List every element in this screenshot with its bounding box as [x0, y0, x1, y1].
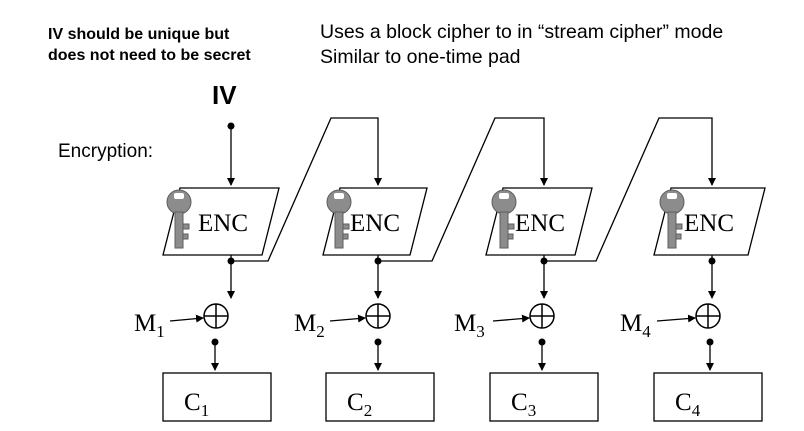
xor-icon-2 — [365, 303, 391, 329]
iv-label: IV — [212, 80, 237, 110]
message-arrow-4 — [656, 314, 696, 323]
message-arrow-1 — [169, 314, 204, 323]
key-icon-4 — [659, 189, 685, 249]
branch-dot-1 — [227, 257, 235, 265]
feedback-wire-3 — [544, 117, 716, 262]
message-label-2: M2 — [294, 310, 325, 341]
ciphertext-box-2 — [325, 372, 435, 422]
ciphertext-box-1 — [162, 372, 272, 422]
message-arrow-3 — [492, 314, 530, 323]
xor-icon-4 — [695, 303, 721, 329]
branch-dot-2 — [374, 257, 382, 265]
block-4: ENC M4 C4 — [620, 187, 766, 422]
enc-label-2: ENC — [350, 210, 400, 237]
iv-note: IV should be unique but does not need to… — [48, 24, 308, 66]
enc-box-1 — [162, 187, 280, 256]
key-icon-3 — [491, 189, 517, 249]
ciphertext-label-3: C3 — [511, 389, 536, 420]
enc-label-3: ENC — [515, 210, 565, 237]
key-icon-1 — [166, 189, 192, 249]
enc-label-4: ENC — [684, 210, 734, 237]
ciphertext-box-4 — [653, 372, 763, 422]
branch-dot-4 — [708, 257, 716, 265]
mode-description-line-2: Similar to one-time pad — [320, 46, 521, 68]
ciphertext-label-4: C4 — [675, 389, 701, 420]
message-label-4: M4 — [620, 310, 651, 341]
ciphertext-label-2: C2 — [347, 389, 372, 420]
key-icon-2 — [326, 189, 352, 249]
ciphertext-box-3 — [489, 372, 599, 422]
enc-label-1: ENC — [198, 210, 248, 237]
message-label-1: M1 — [134, 310, 165, 341]
encryption-label: Encryption: — [58, 141, 154, 162]
mode-description: Uses a block cipher to in “stream cipher… — [320, 20, 723, 70]
xor-icon-3 — [529, 303, 555, 329]
mode-description-line-1: Uses a block cipher to in “stream cipher… — [320, 21, 724, 43]
iv-note-line-2: does not need to be secret — [48, 47, 251, 64]
message-label-3: M3 — [454, 310, 485, 341]
xor-icon-1 — [203, 303, 229, 329]
iv-note-line-1: IV should be unique but — [48, 26, 230, 43]
feedback-wire-2 — [378, 117, 548, 262]
ciphertext-label-1: C1 — [184, 389, 209, 420]
block-1: ENC M1 C1 — [134, 187, 280, 422]
branch-dot-3 — [540, 257, 548, 265]
block-3: ENC M3 C3 — [454, 187, 599, 422]
feedback-wire-1 — [231, 117, 382, 262]
block-2: ENC M2 C2 — [294, 187, 435, 422]
message-arrow-2 — [329, 314, 366, 323]
